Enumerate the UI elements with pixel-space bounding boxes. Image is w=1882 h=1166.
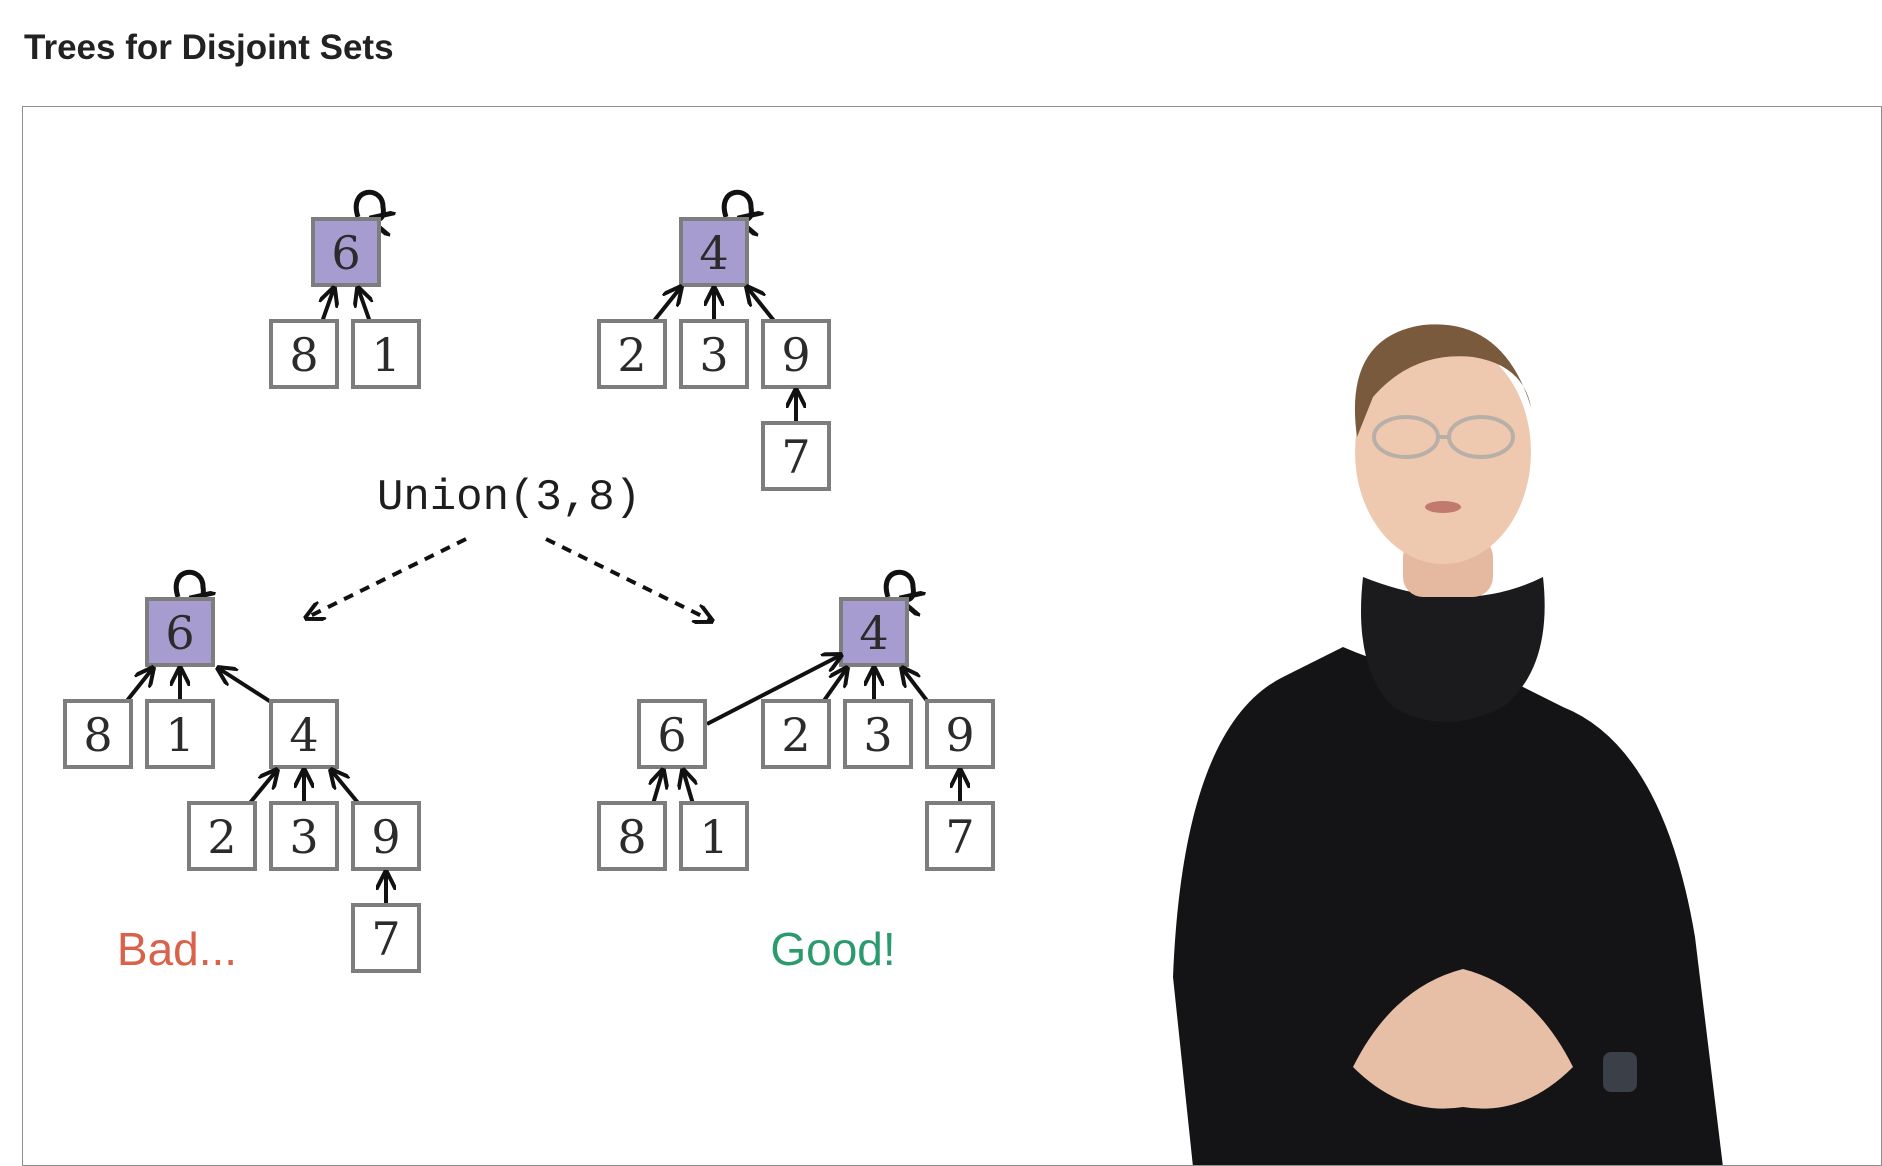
node: 6 (637, 699, 707, 769)
root-node: 4 (839, 597, 909, 667)
svg-text:8: 8 (617, 810, 646, 864)
tree-before-right: 4 2 3 9 7 (597, 189, 831, 491)
video-player[interactable]: 6 8 1 4 2 3 9 (22, 106, 1882, 1166)
presenter-hair (1354, 324, 1531, 437)
root-node: 4 (679, 217, 749, 287)
page-title: Trees for Disjoint Sets (24, 28, 394, 67)
union-label: Union(3,8) (377, 473, 641, 523)
node: 7 (761, 421, 831, 491)
svg-text:2: 2 (617, 328, 646, 382)
tree-bad: 6 8 1 4 2 3 9 (63, 569, 421, 975)
dashed-arrow-left (306, 537, 467, 618)
node: 3 (679, 319, 749, 389)
node: 1 (679, 801, 749, 871)
presenter-torso (1173, 647, 1723, 1165)
node: 8 (63, 699, 133, 769)
svg-text:9: 9 (781, 328, 810, 382)
slide-canvas: 6 8 1 4 2 3 9 (63, 189, 1723, 1165)
tree-before-left: 6 8 1 (269, 189, 421, 389)
node: 7 (925, 801, 995, 871)
svg-text:9: 9 (371, 810, 400, 864)
svg-text:1: 1 (371, 328, 400, 382)
node: 8 (269, 319, 339, 389)
root-node: 6 (311, 217, 381, 287)
node: 3 (269, 801, 339, 871)
node: 8 (597, 801, 667, 871)
bad-label: Bad... (117, 923, 237, 975)
svg-text:1: 1 (699, 810, 728, 864)
svg-text:6: 6 (331, 226, 360, 280)
tree-good: 4 6 2 3 9 8 1 (597, 569, 995, 975)
node: 1 (145, 699, 215, 769)
svg-text:4: 4 (289, 708, 318, 762)
node: 3 (843, 699, 913, 769)
node: 2 (597, 319, 667, 389)
node: 9 (351, 801, 421, 871)
svg-text:6: 6 (657, 708, 686, 762)
svg-text:7: 7 (371, 912, 400, 966)
svg-text:3: 3 (863, 708, 892, 762)
svg-text:8: 8 (83, 708, 112, 762)
node: 1 (351, 319, 421, 389)
node: 4 (269, 699, 339, 769)
svg-text:7: 7 (945, 810, 974, 864)
node: 7 (351, 903, 421, 973)
presenter-collar (1361, 577, 1545, 722)
node: 9 (925, 699, 995, 769)
node: 2 (187, 801, 257, 871)
svg-text:2: 2 (781, 708, 810, 762)
root-node: 6 (145, 597, 215, 667)
svg-text:6: 6 (165, 606, 194, 660)
presenter-mouth (1425, 501, 1461, 513)
watch-icon (1603, 1052, 1637, 1092)
glasses-icon (1372, 415, 1515, 459)
presenter-hands (1353, 969, 1573, 1109)
dashed-arrow-right (545, 537, 712, 621)
presenter-face (1355, 340, 1531, 564)
svg-text:2: 2 (207, 810, 236, 864)
svg-text:3: 3 (699, 328, 728, 382)
svg-text:1: 1 (165, 708, 194, 762)
svg-text:7: 7 (781, 430, 810, 484)
presenter (1173, 324, 1723, 1165)
svg-text:8: 8 (289, 328, 318, 382)
svg-text:4: 4 (699, 226, 728, 280)
svg-text:3: 3 (289, 810, 318, 864)
node: 9 (761, 319, 831, 389)
node: 2 (761, 699, 831, 769)
good-label: Good! (770, 923, 895, 975)
svg-text:9: 9 (945, 708, 974, 762)
svg-text:4: 4 (859, 606, 888, 660)
